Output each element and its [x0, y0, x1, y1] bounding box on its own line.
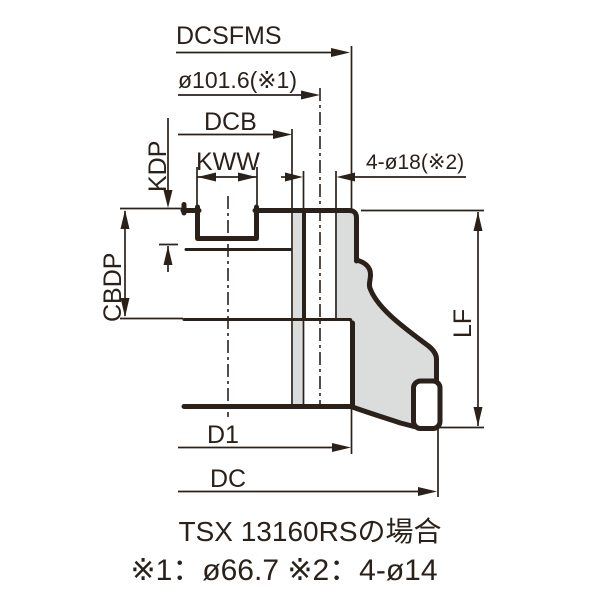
dim-label-kww: KWW — [196, 148, 260, 176]
bolt-hole-arrow-right — [336, 172, 355, 182]
part-cross-section — [180, 202, 443, 431]
cbdp-arrow-top — [120, 210, 130, 229]
bottom-curved-edge — [348, 404, 417, 429]
dim-label-d1: D1 — [207, 421, 239, 449]
dcb-arrow — [273, 130, 292, 139]
labels: DCSFMS ø101.6(※1) DCB KWW 4-ø18(※2) KDP … — [99, 22, 477, 587]
dim-label-bolt-holes: 4-ø18(※2) — [366, 151, 464, 174]
keyway-slot — [195, 204, 259, 241]
body-section-fill — [337, 213, 437, 426]
bolt-hole-wall-fill — [293, 213, 303, 405]
part-section-fill — [293, 213, 437, 426]
dim-label-dc: DC — [210, 465, 246, 493]
kww-arrow-left — [197, 172, 216, 182]
dcsfms-arrow — [331, 48, 350, 57]
bolt-circle-arrow — [301, 90, 320, 100]
cbdp-arrow-bottom — [120, 298, 130, 317]
caption-model: TSX 13160RSの場合 — [179, 516, 442, 547]
kdp-arrow-top — [163, 190, 173, 208]
dim-label-cbdp: CBDP — [99, 253, 127, 322]
dim-label-dcb: DCB — [204, 108, 257, 136]
dc-arrow — [418, 487, 437, 496]
top-face-edge — [252, 208, 359, 264]
bolt-hole-arrow-left — [285, 172, 303, 182]
arrowheads — [120, 48, 483, 496]
centerlines — [227, 88, 321, 417]
dim-label-lf: LF — [449, 309, 477, 338]
dim-label-kdp: KDP — [144, 141, 172, 192]
dim-label-dcsfms: DCSFMS — [176, 22, 282, 50]
caption-notes: ※1：ø66.7 ※2：4-ø14 — [130, 554, 437, 587]
kww-arrow-right — [238, 172, 257, 182]
lf-arrow-top — [473, 212, 483, 231]
lf-arrow-bottom — [473, 407, 483, 426]
insert — [411, 378, 443, 431]
flange-underside-edge — [182, 318, 355, 328]
right-profile-edge — [354, 257, 439, 383]
d1-arrow — [332, 443, 351, 452]
kdp-arrow-bottom — [163, 246, 173, 265]
dim-label-bolt-circle: ø101.6(※1) — [178, 67, 297, 93]
